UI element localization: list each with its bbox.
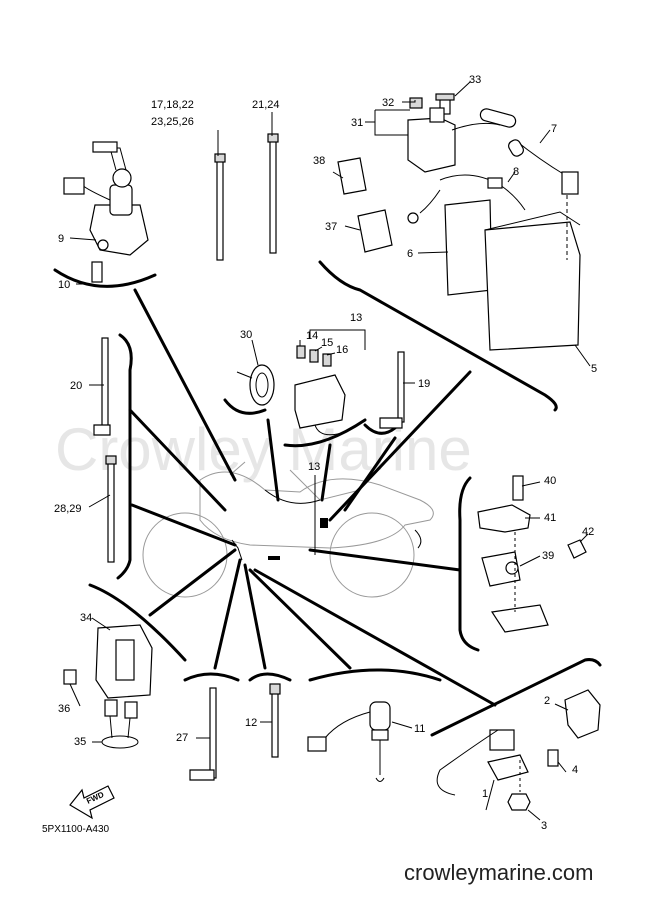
label-8: 8	[513, 166, 519, 178]
bolt-36	[63, 669, 77, 685]
cable-tie-12	[271, 691, 279, 758]
battery-group	[337, 93, 581, 351]
label-40: 40	[544, 475, 556, 487]
label-2: 2	[544, 695, 550, 707]
watermark: Crowley Marine	[55, 416, 472, 483]
fuse-box	[294, 374, 346, 429]
starter-relay	[407, 117, 456, 173]
ignition-switch-group	[63, 141, 149, 283]
switch-1	[489, 729, 515, 751]
fwd-arrow: FWD	[69, 785, 115, 820]
battery-box	[444, 199, 493, 296]
battery-lead-connector	[561, 171, 579, 195]
label-15: 15	[321, 337, 333, 349]
cable-ties-left	[93, 337, 405, 563]
relay-38	[337, 157, 367, 195]
frame-mount-marker	[268, 556, 280, 560]
fuse-group	[294, 345, 346, 436]
cable-tie-28	[107, 461, 115, 563]
ignition-key	[92, 141, 118, 153]
label-23-25-26: 23,25,26	[151, 116, 194, 128]
ignition-bolt	[91, 261, 103, 283]
cable-ties-top	[214, 133, 279, 261]
label-12: 12	[245, 717, 257, 729]
bolt-40	[512, 475, 524, 501]
label-11: 11	[414, 723, 425, 735]
bracket-group	[477, 475, 587, 633]
label-34: 34	[80, 612, 92, 624]
label-27: 27	[176, 732, 188, 744]
label-39: 39	[542, 550, 554, 562]
label-10: 10	[58, 279, 70, 291]
cover-41	[477, 504, 531, 533]
frame-mount-marker	[320, 518, 328, 528]
label-36: 36	[58, 703, 70, 715]
label-13-frame: 13	[308, 461, 320, 473]
battery	[484, 221, 581, 351]
label-13-fuse: 13	[350, 312, 362, 324]
cable-tie-20	[101, 337, 109, 429]
label-9: 9	[58, 233, 64, 245]
switch-bracket-group	[436, 689, 601, 811]
callout-labels: 1 2 3 4 5 6 7 8 9 10 11 12 13 13 14 15 1…	[54, 74, 597, 832]
switch-11	[307, 701, 391, 782]
label-33: 33	[469, 74, 481, 86]
label-21-24: 21,24	[252, 99, 280, 111]
site-name: crowleymarine.com	[404, 860, 594, 885]
label-31: 31	[351, 117, 363, 129]
relay-37	[357, 209, 393, 253]
label-28-29: 28,29	[54, 503, 82, 515]
label-16: 16	[336, 344, 348, 356]
label-14: 14	[306, 330, 318, 342]
group-brackets	[53, 260, 602, 737]
cable-tie	[216, 157, 224, 261]
cable-tie	[269, 137, 277, 254]
label-41: 41	[544, 512, 556, 524]
label-32: 32	[382, 97, 394, 109]
atv-silhouette	[142, 461, 434, 598]
callout-leaders	[69, 81, 591, 821]
fuse-15	[309, 349, 319, 363]
mount-bracket	[490, 604, 549, 633]
nut-3	[507, 793, 531, 811]
ignition-connector	[63, 177, 85, 195]
switch-connector	[307, 736, 327, 752]
label-7: 7	[551, 123, 557, 135]
cover-2	[564, 689, 601, 739]
label-4: 4	[572, 764, 578, 776]
label-20: 20	[70, 380, 82, 392]
label-17-18-22: 17,18,22	[151, 99, 194, 111]
label-19: 19	[418, 378, 430, 390]
cable-ties-bottom	[189, 683, 281, 781]
label-6: 6	[407, 248, 413, 260]
relay-39	[481, 551, 521, 587]
fuse-16	[322, 353, 332, 367]
label-3: 3	[541, 820, 547, 832]
label-35: 35	[74, 736, 86, 748]
label-30: 30	[240, 329, 252, 341]
cable-tie-27	[209, 687, 217, 779]
label-37: 37	[325, 221, 337, 233]
regulator-group	[63, 624, 153, 749]
label-38: 38	[313, 155, 325, 167]
clamp-30	[236, 364, 275, 406]
cable-tie-19	[397, 351, 405, 423]
bolt-4	[547, 749, 559, 767]
label-5: 5	[591, 363, 597, 375]
fuse-14	[296, 345, 306, 359]
label-42: 42	[582, 526, 594, 538]
label-1: 1	[482, 788, 488, 800]
group-leaders	[128, 288, 497, 707]
fuse-32	[409, 97, 423, 109]
diagram-ref-code: 5PX1100-A430	[42, 824, 110, 835]
clip-42	[567, 539, 587, 559]
